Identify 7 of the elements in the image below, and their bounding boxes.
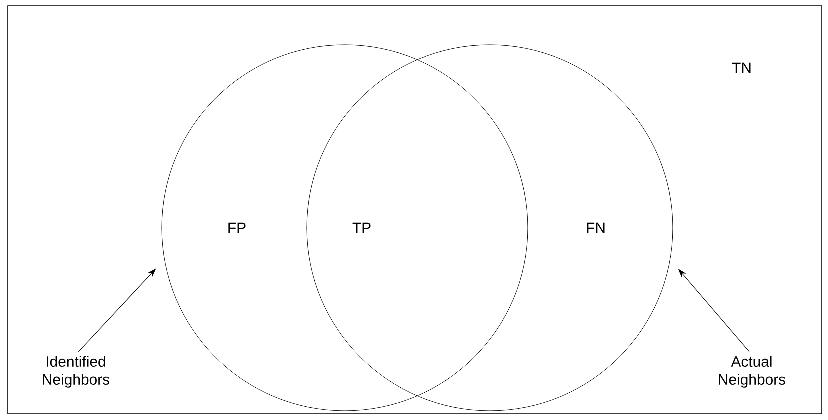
region-label: FN [587,222,605,234]
region-label: FP [228,222,246,234]
set-label: Identified Neighbors [43,356,110,388]
set-label: Actual Neighbors [719,356,786,388]
region-label: TP [352,222,371,234]
set-circle [162,44,528,412]
set-circle [306,44,674,412]
